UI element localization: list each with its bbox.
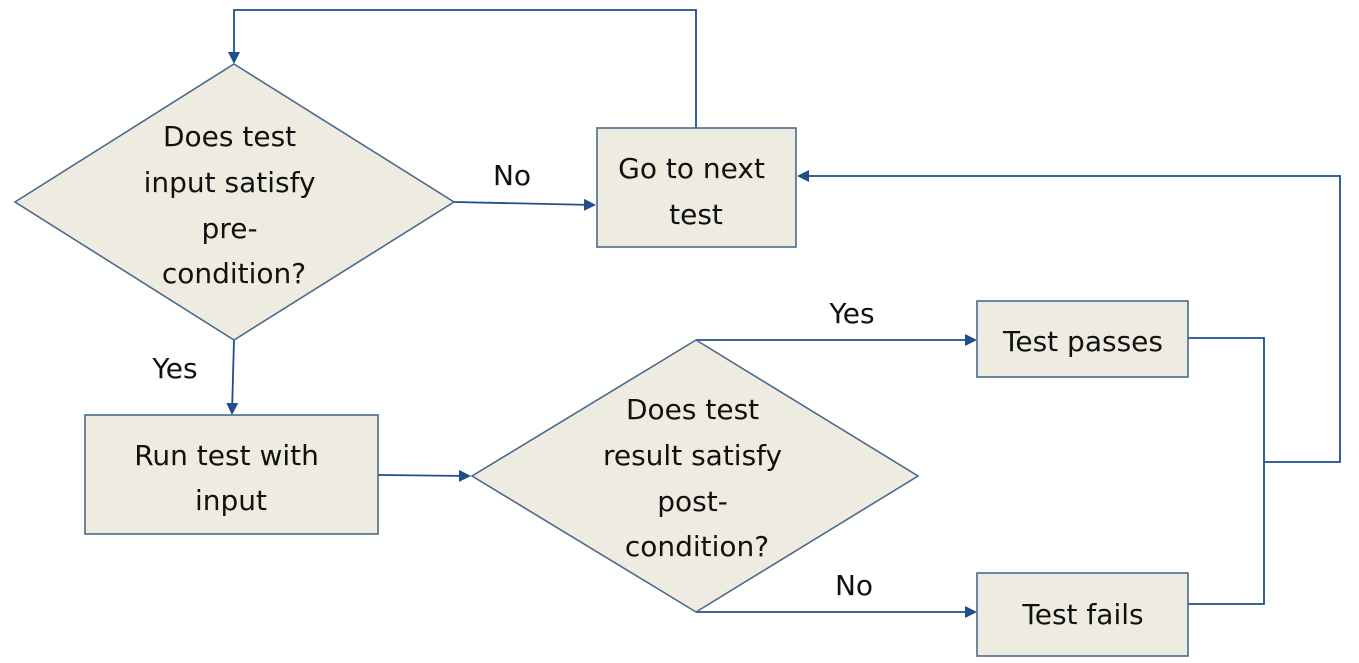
postcondition-line-4: condition? xyxy=(625,530,769,563)
run-test-line-2: input xyxy=(195,484,267,517)
postcondition-no-label: No xyxy=(835,569,873,602)
edge-precondition-no xyxy=(453,198,596,211)
next-test-box xyxy=(596,127,797,248)
next-test-line-2: test xyxy=(669,198,723,231)
edge-passes-connector xyxy=(1188,337,1265,462)
postcondition-decision-label: Does test result satisfy post- condition… xyxy=(603,393,791,563)
precondition-line-3: pre- xyxy=(202,212,258,245)
postcondition-line-3: post- xyxy=(657,485,728,518)
precondition-yes-label: Yes xyxy=(151,352,197,385)
node-labels: Does test input satisfy pre- condition? … xyxy=(134,120,1163,631)
postcondition-decision-diamond xyxy=(470,339,920,613)
edge-results-to-next-test xyxy=(797,170,1341,463)
precondition-no-label: No xyxy=(493,159,531,192)
next-test-label: Go to next test xyxy=(618,152,774,231)
nodes xyxy=(13,63,1189,657)
postcondition-line-1: Does test xyxy=(626,393,759,426)
precondition-line-2: input satisfy xyxy=(144,166,316,199)
edge-next-test-to-precondition xyxy=(228,9,697,128)
precondition-decision-diamond xyxy=(13,63,456,341)
edge-run-to-postcondition xyxy=(377,469,471,482)
precondition-line-4: condition? xyxy=(162,257,306,290)
test-fails-label: Test fails xyxy=(1021,598,1143,631)
precondition-decision-label: Does test input satisfy pre- condition? xyxy=(144,120,325,290)
edge-labels: No Yes Yes No xyxy=(151,159,874,602)
edge-fails-connector xyxy=(1188,462,1265,605)
run-test-box xyxy=(84,414,379,535)
postcondition-line-2: result satisfy xyxy=(603,439,782,472)
postcondition-yes-label: Yes xyxy=(828,297,874,330)
next-test-line-1: Go to next xyxy=(618,152,765,185)
test-passes-box xyxy=(976,300,1189,378)
edge-precondition-yes xyxy=(226,339,239,415)
test-fails-box xyxy=(976,572,1189,657)
run-test-line-1: Run test with xyxy=(134,439,319,472)
precondition-line-1: Does test xyxy=(163,120,296,153)
test-passes-label: Test passes xyxy=(1002,325,1163,358)
run-test-label: Run test with input xyxy=(134,439,328,517)
edges xyxy=(226,9,1341,618)
